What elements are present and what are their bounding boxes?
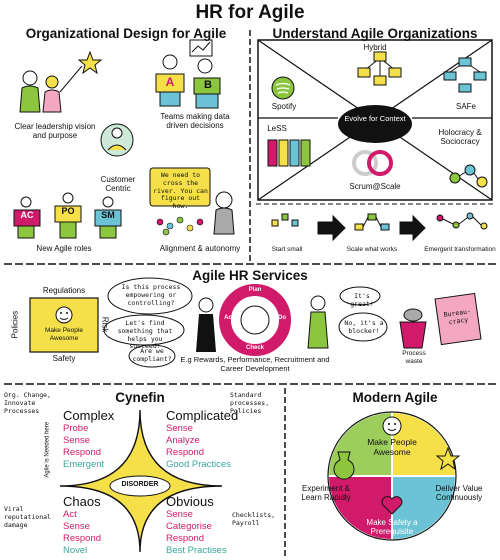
modern-deliver: Deliver Value Continuously [435, 484, 483, 503]
leadership-label: Clear leadership vision and purpose [14, 122, 96, 141]
pdca-plan: Plan [248, 287, 262, 293]
complicated-item: Respond [166, 447, 205, 458]
cynefin-obvious: Obvious Sense Categorise Respond Best Pr… [166, 494, 246, 557]
role-tag-po: PO [61, 206, 75, 216]
hybrid-network-icon [357, 51, 402, 86]
alignment-label: Alignment & autonomy [159, 244, 241, 253]
holacracy-icon [449, 164, 488, 188]
bubble-compliant: Are we compliant? [132, 347, 172, 363]
complex-item: Respond [63, 447, 102, 458]
complex-practice: Emergent [63, 459, 105, 470]
complicated-head: Complicated [166, 408, 239, 423]
page-title: HR for Agile [195, 2, 305, 23]
safety-label: Safety [52, 354, 76, 363]
pdca-do: Do [278, 315, 286, 321]
note-agile-needed: Agile is Needed here [44, 421, 51, 478]
obvious-item: Respond [166, 533, 205, 544]
modern-safety: Make Safety a Prerequisite [366, 518, 418, 537]
note-viral: Viral reputational damage [4, 505, 51, 529]
complicated-item: Analyze [166, 435, 200, 446]
star-icon [435, 446, 461, 471]
holacracy-label: Holocracy & Sociocracy [438, 128, 482, 147]
complex-item: Sense [63, 435, 90, 446]
pdca-act: Act [224, 315, 234, 321]
policies-label: Policies [10, 310, 20, 339]
role-tag-sm: SM [101, 210, 115, 220]
ab-letter-a: A [165, 75, 175, 89]
obvious-head: Obvious [166, 494, 214, 509]
alignment-speech: We need to cross the river. You can figu… [153, 171, 208, 211]
data-team-illustration [155, 39, 221, 109]
bureaucracy-document [434, 292, 482, 346]
alignment-illustration [149, 167, 235, 236]
hybrid-label: Hybrid [363, 43, 387, 52]
obvious-item: Sense [166, 509, 193, 520]
services-examples: E.g Rewards, Performance, Recruitment an… [180, 355, 330, 373]
note-org-change: Org. Change, Innovate Processes [4, 391, 51, 415]
chaos-head: Chaos [63, 494, 101, 509]
process-waste-label: Process waste [402, 350, 426, 365]
complicated-practice: Good Practices [166, 459, 231, 470]
complex-head: Complex [63, 408, 115, 423]
role-tag-ac: AC [20, 210, 34, 220]
modern-make-people: Make People Awesome [367, 437, 417, 457]
chaos-item: Sense [63, 521, 90, 532]
cynefin-complicated: Complicated Sense Analyze Respond Good P… [166, 408, 246, 471]
chaos-practice: Novel [63, 545, 88, 556]
scrum-rings-icon [352, 150, 393, 176]
note-standard: Standard processes, Policies [230, 391, 270, 415]
step-scale-works: Scale what works [346, 246, 398, 253]
less-icon [267, 139, 311, 167]
roles-illustration [13, 192, 122, 239]
spotify-label: Spotify [271, 102, 297, 111]
step-emergent: Emergent transformation [424, 246, 496, 253]
ab-letter-b: B [204, 79, 212, 91]
less-label: LeSS [267, 124, 287, 133]
services-title: Agile HR Services [192, 268, 308, 283]
leadership-illustration [19, 50, 103, 113]
note-checklists: Checklists, Payroll [232, 511, 276, 527]
bubble-succeed: Let's find something that helps you succ… [117, 319, 173, 351]
disorder-label: DISORDER [121, 481, 159, 488]
smiley-icon [55, 306, 73, 324]
bubble-blocker: No, it's a blocker! [344, 319, 384, 335]
risk-label: Risk [100, 316, 110, 333]
safe-label: SAFe [455, 102, 476, 111]
teams-data-label: Teams making data driven decisions [160, 112, 230, 131]
cynefin-chaos: Chaos Act Sense Respond Novel [63, 494, 139, 557]
bubble-great: It's great! [350, 292, 374, 308]
safe-icon [443, 57, 487, 93]
center-oval [338, 105, 412, 143]
regulations-label: Regulations [42, 286, 86, 295]
flask-icon [333, 451, 355, 480]
scrum-scale-label: Scrum@Scale [349, 182, 401, 191]
smile-face-icon [382, 416, 402, 436]
complex-item: Probe [63, 423, 89, 434]
new-roles-label: New Agile roles [36, 244, 92, 253]
understand-title: Understand Agile Organizations [272, 26, 478, 41]
pdca-cycle [219, 284, 291, 356]
chaos-item: Respond [63, 533, 102, 544]
heart-icon [381, 496, 403, 515]
cynefin-title: Cynefin [115, 390, 165, 405]
cynefin-complex: Complex Probe Sense Respond Emergent [63, 408, 139, 471]
customer-label: Customer Centric [100, 175, 136, 194]
org-design-title: Organizational Design for Agile [25, 26, 227, 41]
make-people-awesome-box: Make People Awesome [45, 327, 83, 342]
customer-illustration [100, 123, 134, 157]
chaos-item: Act [63, 509, 77, 520]
pdca-check: Check [245, 345, 264, 351]
step-start-small: Start small [271, 246, 303, 253]
evolve-context-label: Evolve for Context [344, 114, 406, 123]
scale-steps [271, 212, 488, 242]
bubble-empowering: Is this process empowering or controllin… [121, 283, 181, 307]
waste-bin-icon [399, 321, 427, 349]
complicated-item: Sense [166, 423, 193, 434]
obvious-practice: Best Practises [166, 545, 227, 556]
modern-experiment: Experiment & Learn Rapidly [301, 484, 351, 503]
obvious-item: Categorise [166, 521, 212, 532]
modern-agile-title: Modern Agile [352, 390, 438, 405]
